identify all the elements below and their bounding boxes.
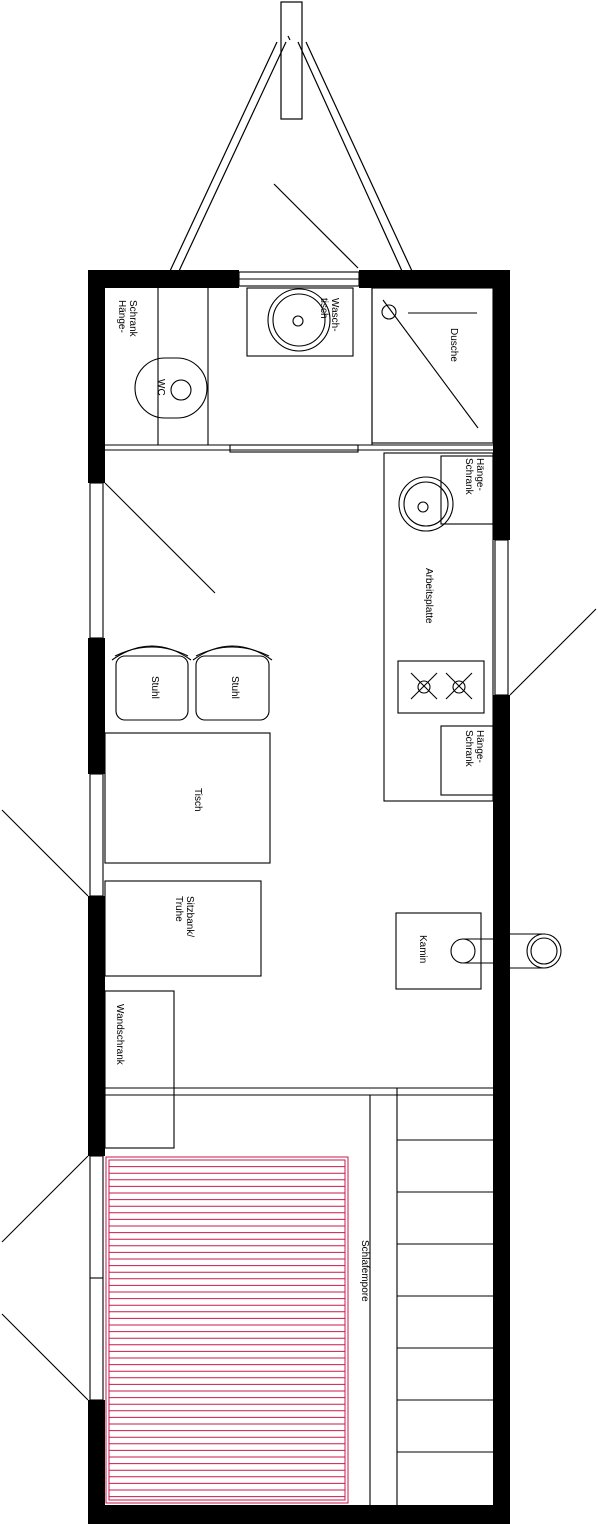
interior-door-swing xyxy=(104,482,216,594)
chair-1 xyxy=(111,645,192,721)
toilet xyxy=(134,357,208,419)
label-stuhl-2: Stuhl xyxy=(229,676,240,699)
label-stuhl-1: Stuhl xyxy=(149,676,160,699)
sleeping-loft-hatch xyxy=(105,1156,349,1504)
label-sitzbank-2: Truhe xyxy=(173,896,184,922)
label-haenge-schrank-kitchen-1: Hänge- xyxy=(474,458,485,491)
label-kamin: Kamin xyxy=(417,935,428,963)
left-window-1 xyxy=(89,482,104,639)
label-tisch: Tisch xyxy=(192,788,203,812)
label-haenge-schrank-kitchen-1b: Schrank xyxy=(463,458,474,496)
label-haenge-schrank-kitchen-2b: Schrank xyxy=(463,730,474,768)
label-arbeitsplatte: Arbeitsplatte xyxy=(423,568,434,624)
label-haenge-schrank-bath-2: Schrank xyxy=(127,300,138,338)
label-schlafempore: Schlafempore xyxy=(359,1240,370,1302)
shower xyxy=(371,287,494,444)
label-haenge-schrank-bath: Hänge- xyxy=(116,300,127,333)
exterior-walls xyxy=(88,270,510,1524)
front-window xyxy=(238,271,360,287)
stove xyxy=(397,660,485,714)
wardrobe xyxy=(104,990,175,1149)
upper-cabinet-2 xyxy=(440,725,494,796)
left-window-3 xyxy=(89,1155,104,1401)
left-window-2 xyxy=(89,773,104,897)
label-dusche: Dusche xyxy=(448,328,459,362)
loft-frame xyxy=(105,1087,493,1505)
label-wandschrank: Wandschrank xyxy=(114,1004,125,1066)
table xyxy=(104,732,271,864)
kitchen-counter xyxy=(383,452,494,802)
label-waschtisch: Wasch- xyxy=(329,298,340,332)
upper-cabinet-1 xyxy=(440,455,494,525)
front-door-swing xyxy=(273,183,359,269)
chair-2 xyxy=(192,645,273,721)
washbasin xyxy=(246,287,354,357)
kitchen-sink xyxy=(398,476,454,532)
label-waschtisch-2: tisch xyxy=(318,298,329,319)
label-wc: WC xyxy=(155,379,166,396)
fireplace xyxy=(395,912,562,990)
right-window xyxy=(494,539,509,696)
drawbar xyxy=(169,1,413,272)
bench-chest xyxy=(104,880,262,977)
label-sitzbank: Sitzbank/ xyxy=(184,896,195,937)
ladder-steps xyxy=(397,1139,493,1453)
label-haenge-schrank-kitchen-2: Hänge- xyxy=(474,730,485,763)
